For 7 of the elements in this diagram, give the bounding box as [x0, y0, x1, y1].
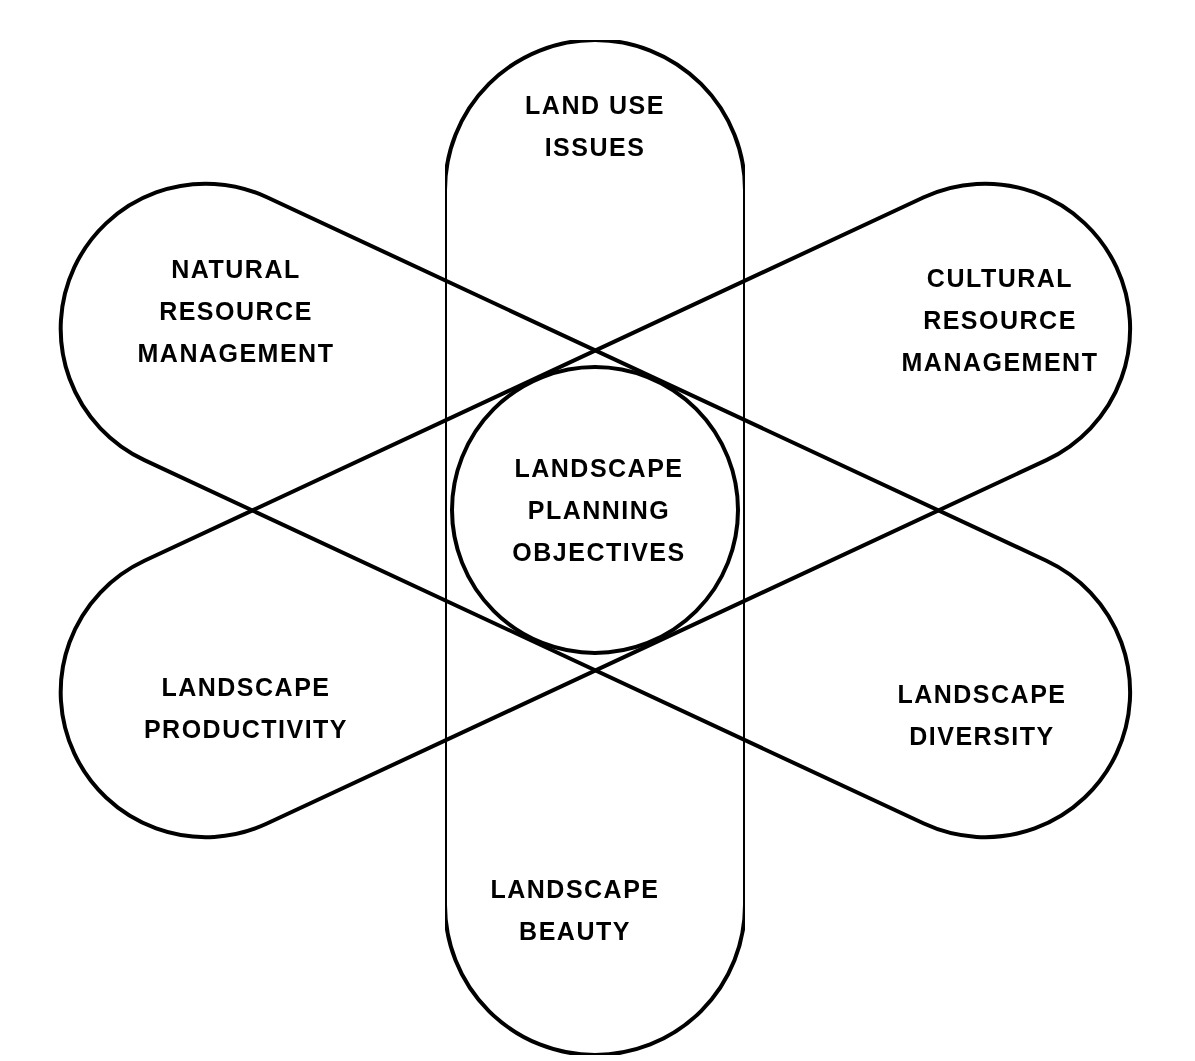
objective-label: LANDSCAPE PRODUCTIVITY	[142, 672, 350, 745]
objective-label: LANDSCAPE BEAUTY	[489, 874, 661, 947]
objective-label: LAND USE ISSUES	[524, 90, 666, 163]
objective-label: LANDSCAPE PLANNING OBJECTIVES	[511, 453, 687, 568]
objective-label: LANDSCAPE DIVERSITY	[896, 679, 1068, 752]
objective-label: NATURAL RESOURCE MANAGEMENT	[136, 254, 336, 369]
objective-label: CULTURAL RESOURCE MANAGEMENT	[900, 263, 1100, 378]
